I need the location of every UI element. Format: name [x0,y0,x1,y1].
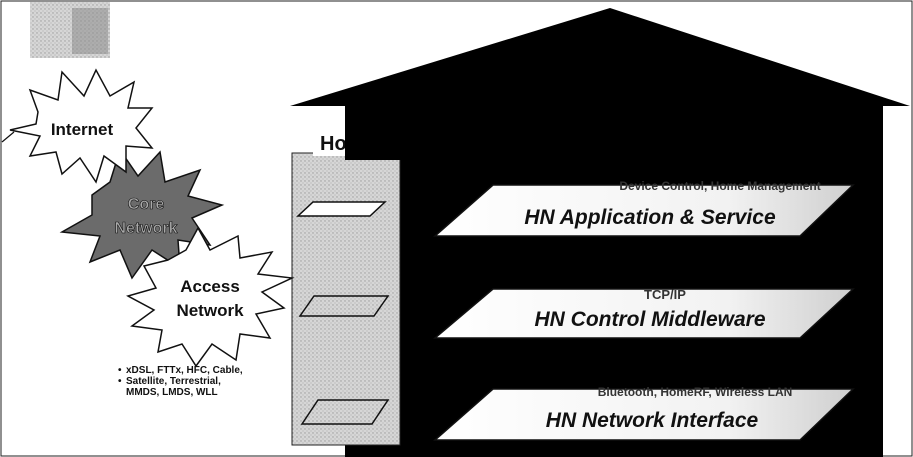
panel-slot-1 [296,201,387,217]
core-network-line1: Core [128,196,165,213]
house-roof [290,8,910,106]
layer-caption: Bluetooth, HomeRF, Wireless LAN [598,385,793,399]
access-type-item: •xDSL, FTTx, HFC, Cable, [118,365,243,376]
access-type-item: MMDS, LMDS, WLL [126,387,218,398]
layer-title: HN Control Middleware [534,308,765,331]
house: Ho [290,8,910,457]
layer-application: Device Control, Home Management HN Appli… [433,179,855,237]
core-network-line2: Network [114,220,177,237]
access-type-list: •xDSL, FTTx, HFC, Cable, •Satellite, Ter… [118,365,243,398]
panel-slot-3 [300,399,390,425]
layer-title: HN Network Interface [546,409,759,432]
layer-caption: Device Control, Home Management [619,179,820,193]
core-network-cloud: Core Network [59,148,225,280]
panel-slot-2 [298,295,390,317]
layer-middleware: TCP/IP HN Control Middleware [432,287,855,339]
corner-shading [30,2,110,58]
layer-caption: TCP/IP [644,287,686,302]
layer-network-interface: Bluetooth, HomeRF, Wireless LAN HN Netwo… [433,385,855,441]
access-network-cloud: Access Network [126,226,295,368]
layer-title: HN Application & Service [524,206,776,229]
internet-cloud: Internet [9,68,154,184]
access-network-line2: Network [176,301,244,320]
access-type-item: •Satellite, Terrestrial, [118,376,221,387]
internet-link [1,131,15,143]
access-network-line1: Access [180,277,240,296]
internet-label: Internet [51,120,114,139]
house-label: Ho [320,133,347,155]
